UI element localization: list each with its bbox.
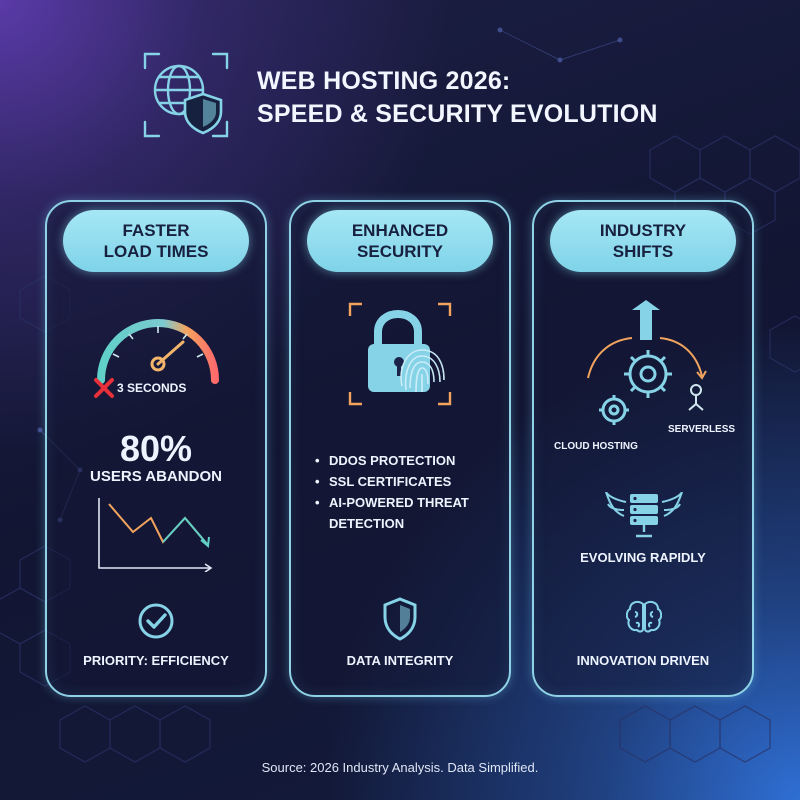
header: WEB HOSTING 2026: SPEED & SECURITY EVOLU… [143,52,663,142]
panel-title-line-1: INDUSTRY [599,221,687,240]
padlock-fingerprint-icon [348,302,452,406]
list-item: AI-POWERED THREAT DETECTION [315,492,499,534]
panel-title-line-1: ENHANCED [351,221,449,240]
panel-title-line-2: SECURITY [357,242,443,261]
globe-shield-icon [143,52,229,138]
panel-industry-shifts: INDUSTRY SHIFTS CLOUD HOSTING SERVERLESS [532,200,754,697]
source-footnote: Source: 2026 Industry Analysis. Data Sim… [261,760,539,775]
panel-footer-label: DATA INTEGRITY [346,653,454,668]
gears-upward-arrow-icon [587,300,707,425]
stat-label: USERS ABANDON [90,468,222,485]
list-item: DDOS PROTECTION [315,450,499,471]
middle-label: EVOLVING RAPIDLY [580,550,706,565]
panel-enhanced-security: ENHANCED SECURITY DDOS PROTECTION SSL CE… [289,200,511,697]
list-item: SSL CERTIFICATES [315,471,499,492]
winged-server-icon [605,492,683,538]
panel-title-line-2: SHIFTS [612,242,674,261]
panel-faster-load-times: FASTER LOAD TIMES 3 SECONDS 80% USERS AB… [45,200,267,697]
stat-value: 80% [119,428,193,469]
panel-title-pill: ENHANCED SECURITY [307,210,493,272]
red-x-icon [94,378,114,398]
security-feature-list: DDOS PROTECTION SSL CERTIFICATES AI-POWE… [315,450,499,534]
gauge-label: 3 SECONDS [117,381,187,395]
diagram-label-right: SERVERLESS [668,424,736,435]
title-line-1: WEB HOSTING 2026: [257,67,511,95]
declining-line-chart-icon [98,498,213,572]
page-title: WEB HOSTING 2026: SPEED & SECURITY EVOLU… [257,65,658,131]
shield-icon [383,597,417,641]
diagram-label-left: CLOUD HOSTING [554,441,638,452]
panel-title-pill: FASTER LOAD TIMES [63,210,249,272]
speedometer-gauge-icon [97,319,219,384]
checkmark-circle-icon [138,603,174,639]
panel-footer-label: INNOVATION DRIVEN [576,653,710,668]
brain-icon [626,600,662,633]
panel-title-pill: INDUSTRY SHIFTS [550,210,736,272]
panel-footer-label: PRIORITY: EFFICIENCY [83,653,229,668]
panel-title-line-2: LOAD TIMES [103,242,209,261]
panel-title-line-1: FASTER [122,221,190,240]
title-line-2: SPEED & SECURITY EVOLUTION [257,100,658,128]
